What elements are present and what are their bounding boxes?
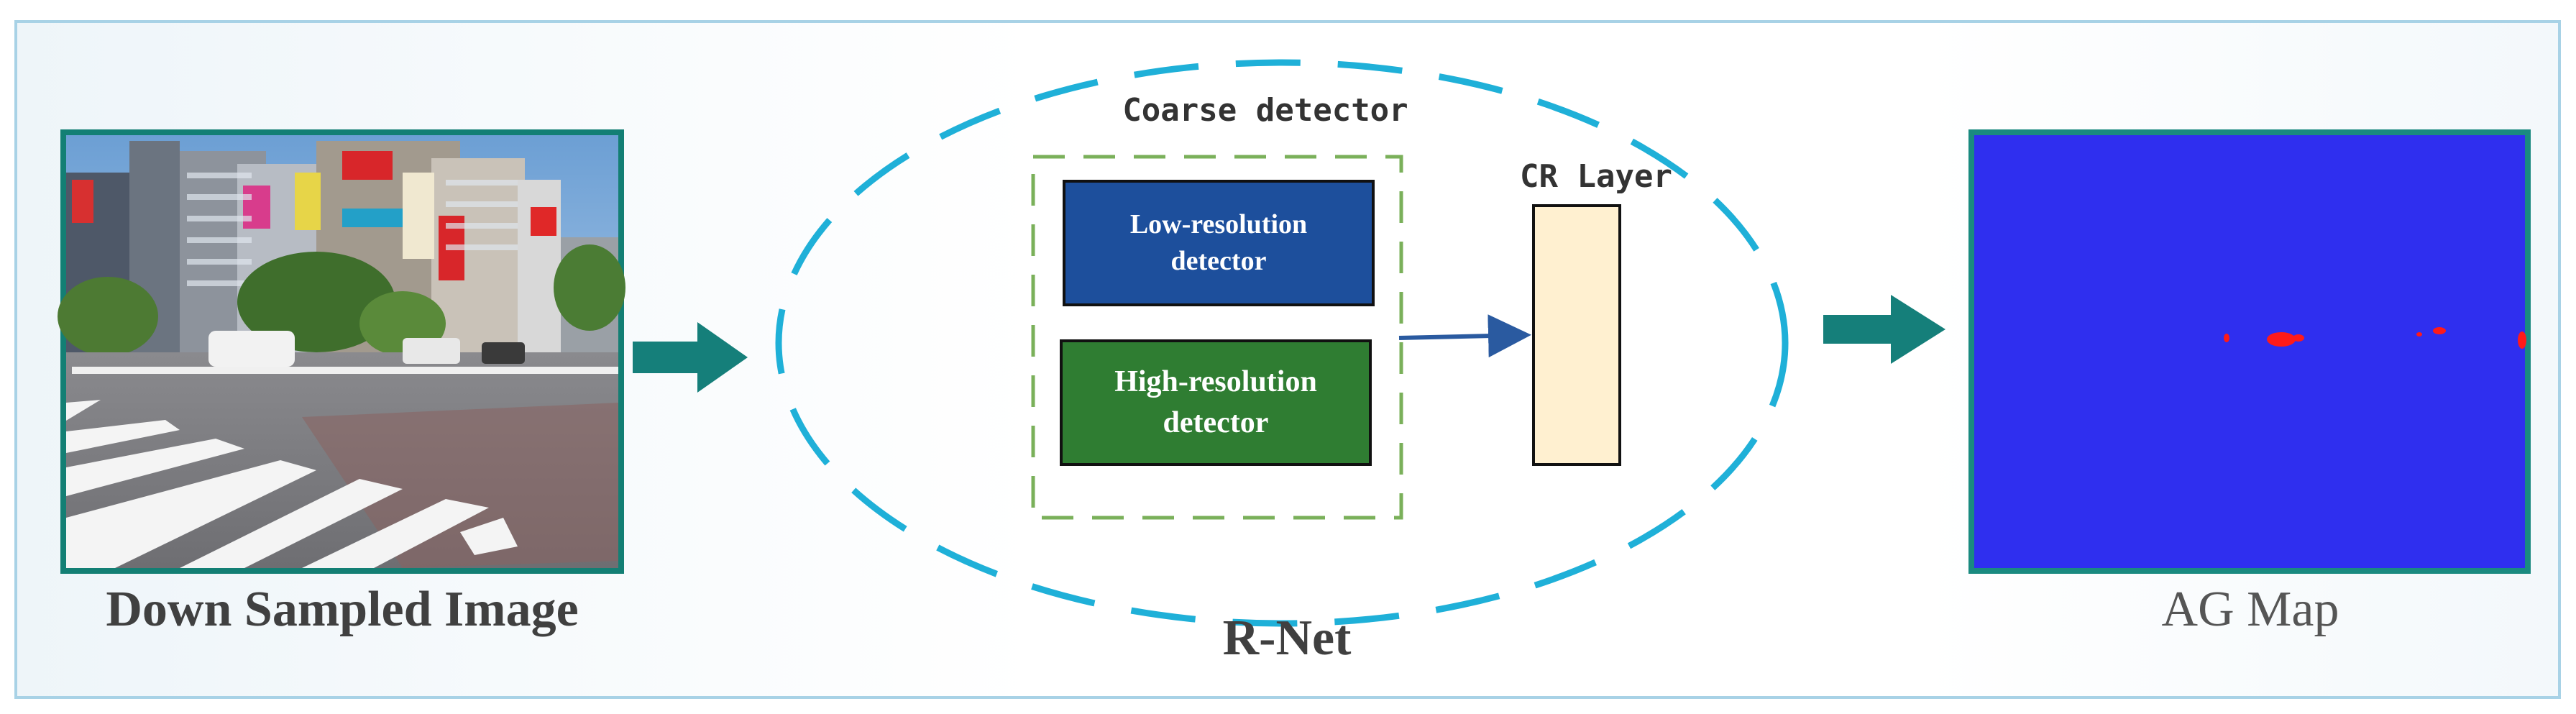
- low-res-line-2: detector: [1170, 246, 1267, 276]
- high-resolution-detector-label: High-resolution detector: [1061, 341, 1370, 464]
- high-res-line-2: detector: [1163, 406, 1269, 439]
- coarse-detector-box: [1031, 155, 1403, 520]
- low-resolution-detector-label: Low-resolution detector: [1064, 181, 1373, 305]
- ag-map-caption: AG Map: [2161, 582, 2339, 637]
- cr-layer-box: [1532, 204, 1621, 466]
- cr-layer-title: CR Layer: [1520, 158, 1672, 195]
- coarse-detector-title: Coarse detector: [1122, 92, 1408, 129]
- high-res-line-1: High-resolution: [1114, 365, 1317, 399]
- input-caption: Down Sampled Image: [106, 582, 579, 637]
- rnet-caption: R-Net: [1222, 610, 1352, 666]
- high-resolution-detector-box: [1060, 339, 1372, 466]
- input-photo: [58, 129, 625, 574]
- inner-arrow: [1398, 314, 1531, 358]
- rnet-ellipse: [775, 59, 1789, 627]
- flow-arrow-2: [1823, 295, 1945, 364]
- ag-map: [1968, 129, 2531, 574]
- flow-arrow-1: [633, 322, 748, 393]
- low-res-line-1: Low-resolution: [1129, 209, 1308, 239]
- ag-hotspots: [2224, 327, 2526, 349]
- low-resolution-detector-box: [1063, 180, 1375, 306]
